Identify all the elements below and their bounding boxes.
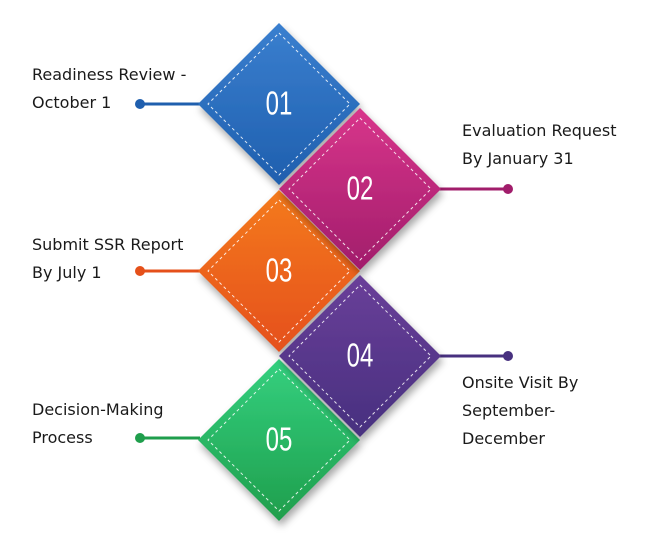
step-diamond-05 (198, 359, 360, 521)
connector-dot (135, 266, 145, 276)
connector-dot (503, 351, 513, 361)
step-diamond-04 (279, 275, 441, 437)
dashed-border (288, 284, 432, 428)
dashed-border (207, 199, 351, 343)
step-number: 04 (347, 338, 374, 375)
step-diamond-01 (198, 23, 360, 185)
diamond-shape (198, 359, 360, 521)
dashed-border (288, 117, 432, 261)
step-label-05: Decision-Making Process (32, 400, 164, 447)
diamond-shape (198, 23, 360, 185)
step-number: 03 (266, 253, 293, 290)
step-label-04: Onsite Visit By September- December (462, 373, 579, 448)
step-label-01: Readiness Review - October 1 (32, 65, 187, 112)
connector-dot (135, 99, 145, 109)
step-number: 05 (266, 422, 293, 459)
step-label-02: Evaluation Request By January 31 (462, 121, 617, 168)
step-number: 01 (266, 86, 293, 123)
dashed-border (207, 368, 351, 512)
diamond-shape (279, 275, 441, 437)
step-label-03: Submit SSR Report By July 1 (32, 235, 184, 282)
dashed-border (207, 32, 351, 176)
diamond-shape (198, 190, 360, 352)
step-diamond-03 (198, 190, 360, 352)
step-number: 02 (347, 171, 374, 208)
connector-dot (503, 184, 513, 194)
diamond-shape (279, 108, 441, 270)
step-diamond-02 (279, 108, 441, 270)
connector-dot (135, 433, 145, 443)
